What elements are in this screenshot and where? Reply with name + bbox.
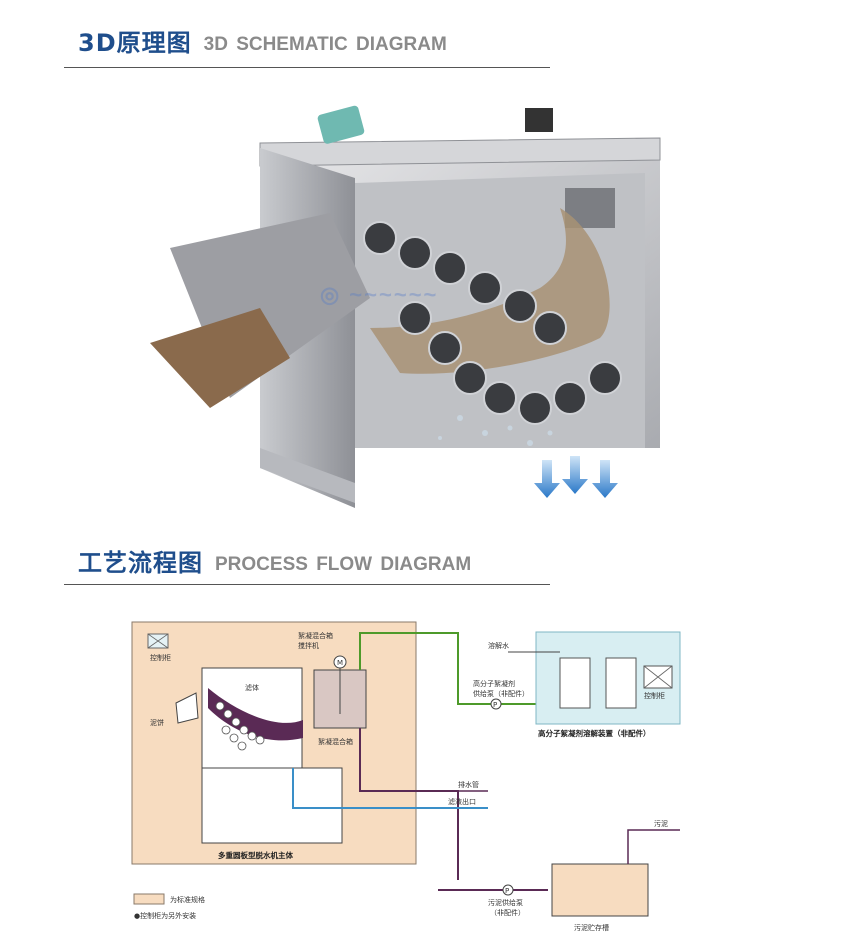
filtrate-drops bbox=[438, 415, 553, 446]
polymer-line bbox=[359, 632, 538, 705]
sludge-pump-p: P bbox=[505, 887, 509, 895]
machine-discs bbox=[215, 701, 265, 751]
divider-1 bbox=[64, 67, 550, 68]
sludge-cake-label: 泥饼 bbox=[150, 718, 164, 727]
filtrate-line bbox=[292, 768, 488, 809]
machine-base bbox=[201, 767, 343, 844]
sludge-tank-label: 污泥贮存槽 bbox=[574, 923, 609, 932]
sludge-pump-label-1: 污泥供给泵 bbox=[488, 898, 523, 907]
sludge-cake bbox=[150, 308, 290, 408]
control-cabinet-left-label: 控制柜 bbox=[150, 653, 171, 662]
top-fitting bbox=[525, 108, 553, 132]
process-flow-diagram: 控制柜 滤体 泥饼 M 絮凝混合箱 搅拌机 絮凝混合箱 P 高分子絮凝剂 供给泵… bbox=[131, 621, 681, 932]
filtrate-arrows bbox=[534, 456, 618, 498]
mixing-tank-bottom-label: 絮凝混合箱 bbox=[318, 737, 353, 746]
sludge-in-label: 污泥 bbox=[654, 820, 668, 828]
drive-motor bbox=[317, 105, 365, 144]
mixing-tank-label-1: 絮凝混合箱 bbox=[298, 631, 333, 640]
disc-rollers bbox=[363, 221, 622, 425]
divider-2 bbox=[64, 584, 550, 585]
sludge-tank bbox=[551, 863, 649, 917]
polymer-tank-1 bbox=[559, 657, 591, 709]
sludge-pump-label-2: （非配件） bbox=[490, 908, 525, 917]
legend-swatch bbox=[133, 893, 165, 905]
legend-note: ●控制柜为另外安装 bbox=[134, 911, 196, 920]
sludge-pump-icon bbox=[502, 884, 514, 896]
title-en: 3D SCHEMATIC DIAGRAM bbox=[203, 34, 447, 55]
sludge-inflow-line bbox=[627, 829, 680, 864]
schematic-illustration bbox=[150, 105, 661, 508]
title-cn-flow: 工艺流程图 bbox=[78, 549, 203, 577]
section-title-3d: 3D原理图 3D SCHEMATIC DIAGRAM bbox=[78, 22, 447, 58]
mixer-motor-label: M bbox=[337, 659, 343, 667]
filtrate-outlet-label: 滤液出口 bbox=[448, 797, 476, 806]
polymer-pump-p: P bbox=[493, 701, 497, 709]
main-body-label: 多重圆板型脱水机主体 bbox=[218, 850, 293, 860]
polymer-pump-label-1: 高分子絮凝剂 bbox=[473, 679, 515, 688]
liquid-label: 滤体 bbox=[245, 683, 259, 692]
drain-pipe-label: 排水管 bbox=[458, 780, 479, 789]
title-en-flow: PROCESS FLOW DIAGRAM bbox=[215, 554, 472, 575]
control-cabinet-right-label: 控制柜 bbox=[644, 691, 665, 700]
mixing-tank-label-2: 搅拌机 bbox=[298, 641, 319, 650]
legend-standard-label: 为标准规格 bbox=[170, 895, 205, 904]
title-cn: 3D原理图 bbox=[78, 29, 192, 57]
sludge-channel bbox=[208, 688, 303, 741]
polymer-pump-icon bbox=[490, 698, 502, 710]
polymer-pump-label-2: 供给泵（非配件） bbox=[473, 689, 529, 698]
cake-chute bbox=[175, 692, 199, 724]
polymer-unit-label: 高分子絮凝剂溶解装置（非配件） bbox=[538, 728, 651, 738]
polymer-tank-2 bbox=[605, 657, 637, 709]
frame-foot bbox=[260, 448, 355, 503]
dissolving-water-label: 溶解水 bbox=[488, 641, 509, 650]
section-title-flow: 工艺流程图 PROCESS FLOW DIAGRAM bbox=[78, 542, 471, 578]
watermark-logo: ◎ ~~~~~~ bbox=[320, 282, 439, 307]
